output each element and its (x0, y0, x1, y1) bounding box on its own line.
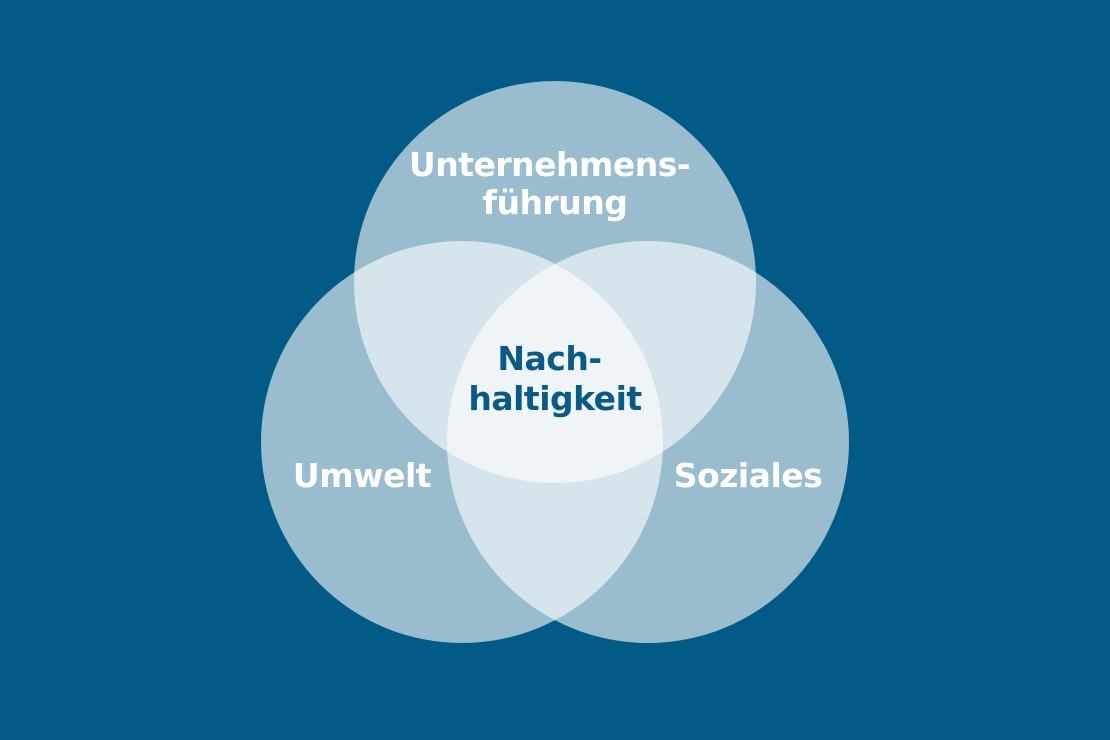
label-soziales-line-1: Soziales (674, 456, 823, 495)
label-unternehmensfuehrung-line-2: führung (483, 183, 628, 222)
label-nachhaltigkeit-line-2: haltigkeit (468, 379, 642, 418)
label-nachhaltigkeit: Nach- haltigkeit (468, 339, 642, 418)
label-umwelt: Umwelt (293, 456, 432, 495)
label-unternehmensfuehrung: Unternehmens- führung (409, 145, 701, 222)
label-nachhaltigkeit-line-1: Nach- (497, 339, 601, 378)
circle-soziales (447, 241, 849, 643)
label-soziales: Soziales (674, 456, 823, 495)
label-umwelt-line-1: Umwelt (293, 456, 432, 495)
label-unternehmensfuehrung-line-1: Unternehmens- (409, 145, 690, 184)
